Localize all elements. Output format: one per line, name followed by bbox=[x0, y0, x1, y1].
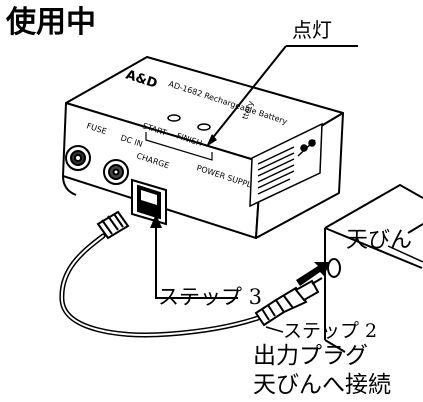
insert-arrow-icon bbox=[296, 262, 330, 286]
step2-leader bbox=[265, 326, 284, 333]
balance-leader bbox=[387, 245, 423, 263]
output-plug-callout-line2: 天びんへ接続 bbox=[253, 372, 391, 398]
step3-callout: ステップ 3 bbox=[158, 285, 263, 309]
output-plug-callout-line1: 出力プラグ bbox=[253, 343, 368, 369]
step3-arrowhead bbox=[150, 214, 162, 228]
finish-led bbox=[197, 123, 211, 131]
side-label-plate bbox=[249, 122, 323, 208]
step2-callout: ステップ 2 bbox=[283, 320, 378, 342]
balance-socket bbox=[327, 258, 341, 278]
start-led bbox=[167, 114, 181, 122]
power-switch-icon bbox=[131, 178, 167, 226]
fuse-holder bbox=[65, 145, 91, 171]
output-plug bbox=[254, 277, 323, 327]
dc-connector bbox=[96, 210, 130, 240]
balance-box bbox=[324, 183, 423, 353]
lit-callout: 点灯 bbox=[292, 18, 332, 42]
page-title: 使用中 bbox=[6, 5, 96, 40]
balance-callout: 天びん bbox=[346, 228, 413, 253]
step3-leader bbox=[155, 224, 238, 299]
lit-arrowhead bbox=[206, 134, 217, 147]
dc-in-jack bbox=[103, 159, 129, 185]
lit-leader bbox=[210, 45, 287, 141]
